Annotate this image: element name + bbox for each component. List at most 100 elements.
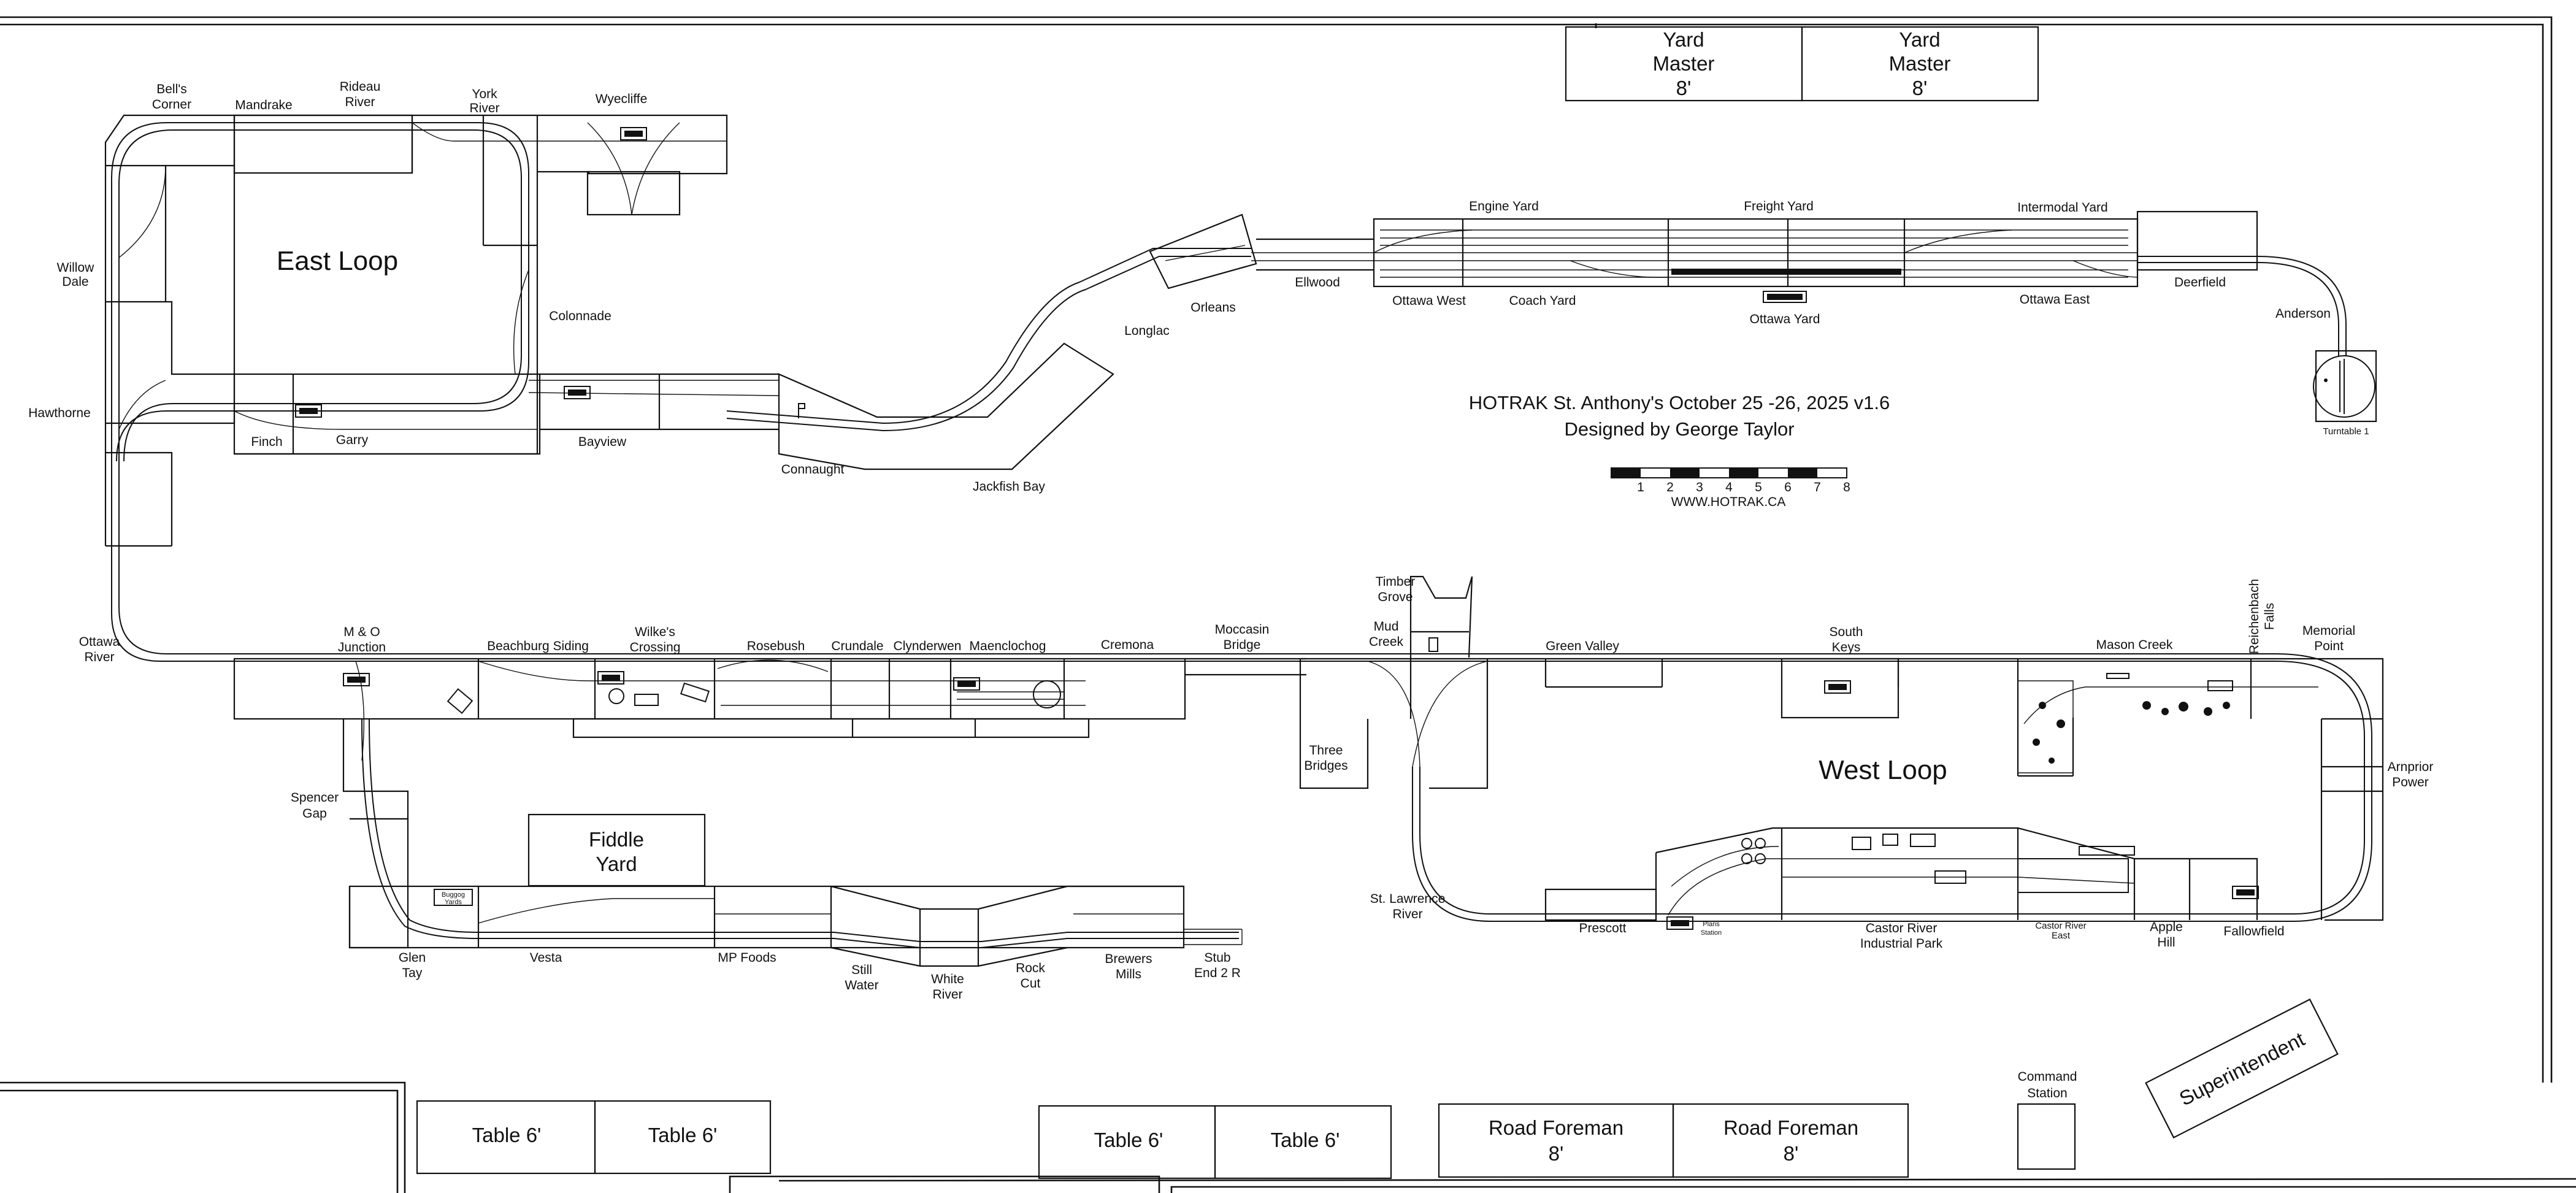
svg-text:River: River: [345, 95, 375, 109]
svg-text:Road Foreman: Road Foreman: [1723, 1116, 1858, 1139]
table-road-foreman-1: Road Foreman 8': [1438, 1103, 1674, 1178]
svg-text:River: River: [84, 650, 114, 664]
label-york-river: York: [472, 87, 497, 101]
svg-text:4: 4: [1725, 480, 1733, 494]
svg-text:5: 5: [1755, 480, 1762, 494]
label-memorial-point: Memorial: [2302, 624, 2355, 638]
svg-text:Industrial Park: Industrial Park: [1860, 937, 1943, 951]
table-road-foreman-2: Road Foreman 8': [1672, 1103, 1909, 1178]
label-reichenbach-falls: Reichenbach Falls: [2247, 579, 2277, 654]
label-freight-yard: Freight Yard: [1744, 199, 1814, 213]
castor-river-buildings: [1741, 834, 2135, 884]
label-mud-creek: Mud: [1374, 620, 1399, 634]
label-clynderwen: Clynderwen: [894, 639, 962, 653]
svg-text:Station: Station: [1701, 929, 1722, 937]
svg-text:River: River: [932, 988, 962, 1002]
ottawa-yard-complex: [1251, 210, 2377, 423]
label-fallowfield: Fallowfield: [2223, 924, 2284, 938]
east-loop-label: East Loop: [277, 246, 398, 276]
station-building-icon: [620, 127, 647, 140]
label-wyecliffe: Wyecliffe: [596, 92, 648, 106]
svg-text:6: 6: [1784, 480, 1792, 494]
table-superintendent: Superintendent: [2145, 998, 2339, 1139]
label-beachburg-siding: Beachburg Siding: [487, 639, 589, 653]
svg-text:Junction: Junction: [338, 640, 386, 654]
label-glen-tay: Glen: [399, 951, 426, 965]
west-loop: West Loop: [1299, 575, 2384, 930]
website: WWW.HOTRAK.CA: [1671, 495, 1786, 509]
connaught-jackfish-orleans: [726, 213, 1374, 470]
station-building-icon: [564, 386, 591, 399]
label-mandrake: Mandrake: [235, 98, 292, 112]
svg-text:River: River: [1392, 907, 1422, 921]
svg-text:Yard: Yard: [1899, 28, 1940, 51]
label-rosebush: Rosebush: [747, 639, 805, 653]
title-line-2: Designed by George Taylor: [1564, 418, 1794, 440]
table-6-c: Table 6': [1038, 1105, 1216, 1180]
table-yard-master-1: Yard Master 8': [1565, 26, 1803, 102]
label-prescott: Prescott: [1579, 921, 1626, 935]
table-6-b: Table 6': [594, 1100, 772, 1175]
label-spencer-gap: Spencer: [291, 791, 339, 805]
svg-text:Crossing: Crossing: [630, 640, 681, 654]
label-jackfish-bay: Jackfish Bay: [973, 480, 1045, 494]
svg-text:2: 2: [1666, 480, 1674, 494]
svg-text:Dale: Dale: [62, 275, 88, 289]
label-connaught: Connaught: [781, 462, 845, 477]
station-building-icon: [1666, 916, 1693, 930]
svg-text:Yard: Yard: [1663, 28, 1704, 51]
svg-text:8': 8': [1676, 77, 1692, 99]
svg-text:8': 8': [1912, 77, 1928, 99]
label-hawthorne: Hawthorne: [28, 406, 91, 420]
svg-text:River: River: [469, 101, 499, 115]
svg-text:Point: Point: [2314, 639, 2344, 653]
label-cremona: Cremona: [1101, 638, 1154, 652]
svg-text:End 2 R: End 2 R: [1194, 966, 1241, 980]
svg-text:8: 8: [1843, 480, 1850, 494]
svg-text:Bridge: Bridge: [1224, 638, 1261, 652]
station-building-icon: [2232, 886, 2259, 899]
svg-text:3: 3: [1696, 480, 1703, 494]
svg-text:Falls: Falls: [2263, 603, 2277, 630]
label-bayview: Bayview: [578, 435, 627, 449]
label-ottawa-yard: Ottawa Yard: [1750, 312, 1820, 326]
svg-text:Buggog: Buggog: [442, 891, 465, 899]
label-mason-creek: Mason Creek: [2096, 638, 2173, 652]
svg-text:Table 6': Table 6': [1094, 1129, 1163, 1151]
signal-icon: [798, 403, 805, 418]
mason-creek-scenery: [2017, 673, 2233, 773]
label-white-river: White: [931, 972, 964, 986]
label-colonnade: Colonnade: [549, 309, 611, 323]
svg-text:Creek: Creek: [1369, 635, 1404, 649]
svg-text:Fiddle: Fiddle: [589, 828, 644, 851]
svg-text:Grove: Grove: [1378, 590, 1413, 604]
label-crundale: Crundale: [831, 639, 883, 653]
label-wilkes-crossing: Wilke's: [635, 625, 675, 639]
label-coach-yard: Coach Yard: [1509, 294, 1576, 308]
label-engine-yard: Engine Yard: [1469, 199, 1539, 213]
svg-text:Table 6': Table 6': [648, 1124, 718, 1146]
svg-text:Cut: Cut: [1021, 976, 1041, 991]
label-longlac: Longlac: [1124, 324, 1170, 338]
svg-text:Keys: Keys: [1832, 640, 1861, 654]
svg-text:1: 1: [1637, 480, 1644, 494]
table-fiddle-yard: Fiddle Yard: [527, 813, 706, 887]
label-ottawa-east: Ottawa East: [2020, 293, 2090, 307]
station-building-icon: [597, 671, 624, 685]
label-rock-cut: Rock: [1016, 961, 1045, 975]
svg-text:7: 7: [1814, 480, 1821, 494]
svg-text:Table 6': Table 6': [1271, 1129, 1340, 1151]
label-mo-junction: M & O: [343, 625, 380, 639]
west-loop-label: West Loop: [1819, 755, 1947, 785]
label-south-keys: South: [1830, 625, 1863, 639]
label-mp-foods: MP Foods: [718, 951, 776, 965]
label-arnprior-power: Arnprior: [2388, 760, 2434, 774]
room-walls: [0, 16, 2576, 1193]
label-bells-corner: Bell's: [156, 82, 187, 96]
svg-text:Yards: Yards: [445, 899, 462, 906]
svg-text:Station: Station: [2027, 1086, 2067, 1100]
label-moccasin-bridge: Moccasin: [1215, 623, 1270, 637]
station-building-icon: [953, 677, 980, 691]
label-castor-river-industrial-park: Castor River: [1866, 921, 1938, 935]
